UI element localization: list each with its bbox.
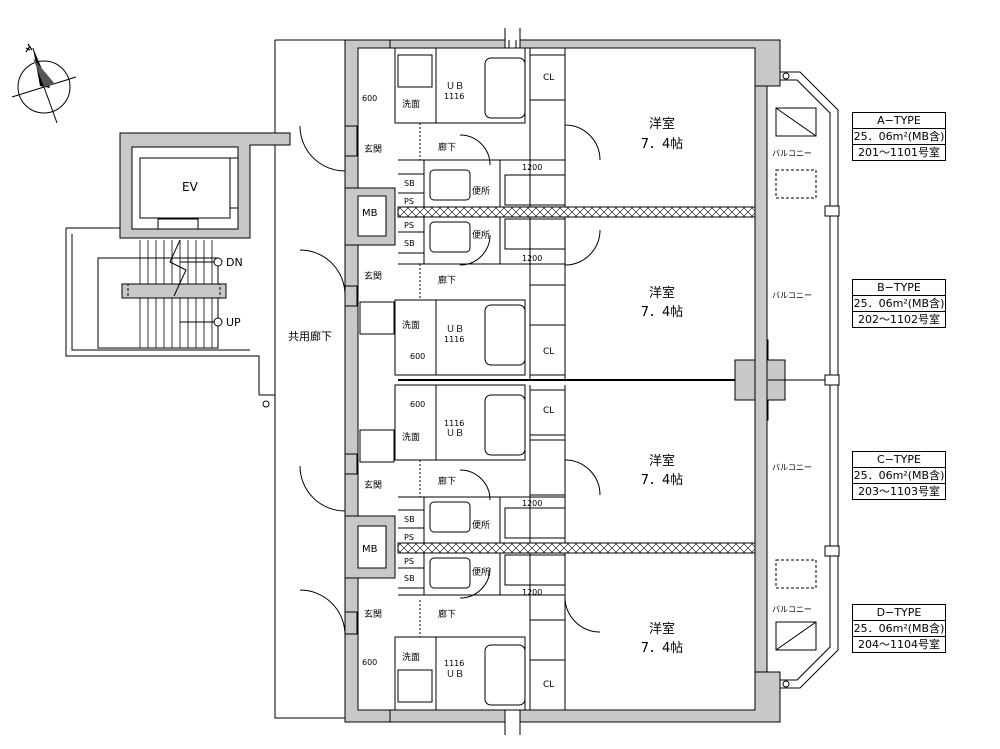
compass-icon: [11, 43, 77, 124]
room-label: 洋室: [649, 453, 675, 469]
unit-type-box: B−TYPE 25．06m²(MB含) 202～1102号室: [852, 279, 946, 328]
sb-label: SB: [404, 239, 415, 248]
rouka-label: 廊下: [438, 141, 456, 153]
ub-num-label: 1116: [444, 335, 464, 344]
room-size: 7．4帖: [641, 137, 684, 152]
ub-label: ＵＢ: [446, 429, 464, 439]
closet-label: CL: [543, 680, 554, 690]
rouka-label: 廊下: [438, 274, 456, 286]
senmen-label: 洗面: [402, 651, 420, 663]
unit-type: A−TYPE: [853, 113, 945, 129]
balcony: [768, 71, 840, 689]
ub-label: ＵＢ: [446, 325, 464, 335]
unit-rooms: 202～1102号室: [858, 313, 940, 326]
elevator-core: [119, 132, 291, 239]
corridor-label: 共用廊下: [288, 329, 332, 343]
mb-label: MB: [362, 544, 378, 555]
toilet-label: 便所: [472, 519, 490, 531]
up-label: UP: [226, 316, 241, 329]
room-size: 7．4帖: [641, 305, 684, 320]
genkan-label: 玄関: [364, 143, 382, 155]
toilet-label: 便所: [472, 185, 490, 197]
genkan-label: 玄関: [364, 479, 382, 491]
staircase: [97, 239, 227, 349]
room-size: 7．4帖: [641, 641, 684, 656]
ub-num-label: 1116: [444, 659, 464, 668]
sb-label: SB: [404, 515, 415, 524]
unit-area: 25．06m²(MB含): [853, 297, 945, 312]
dn-label: DN: [226, 256, 243, 269]
wm-label: 600: [362, 94, 377, 103]
unit-rooms: 201～1101号室: [858, 146, 940, 159]
ps-label: PS: [404, 557, 414, 566]
unit-rooms: 203～1103号室: [858, 485, 940, 498]
room-label: 洋室: [649, 621, 675, 637]
ps-label: PS: [404, 533, 414, 542]
counter-label: 1200: [522, 588, 542, 597]
counter-label: 1200: [522, 499, 542, 508]
balcony-label: バルコニー: [772, 463, 812, 472]
toilet-label: 便所: [472, 229, 490, 241]
unit-type: B−TYPE: [853, 280, 945, 296]
unit-type-box: A−TYPE 25．06m²(MB含) 201～1101号室: [852, 112, 946, 161]
room-size: 7．4帖: [641, 473, 684, 488]
unit-area: 25．06m²(MB含): [853, 622, 945, 637]
unit-area: 25．06m²(MB含): [853, 130, 945, 145]
closet-label: CL: [543, 73, 554, 83]
ub-num-label: 1116: [444, 92, 464, 101]
sb-label: SB: [404, 179, 415, 188]
room-label: 洋室: [649, 116, 675, 132]
counter-label: 1200: [522, 254, 542, 263]
toilet-label: 便所: [472, 566, 490, 578]
ps-label: PS: [404, 197, 414, 206]
sb-label: SB: [404, 574, 415, 583]
ub-label: ＵＢ: [446, 670, 464, 680]
meter-box: [344, 187, 396, 579]
mb-label: MB: [362, 208, 378, 219]
unit-area: 25．06m²(MB含): [853, 469, 945, 484]
ub-num-label: 1116: [444, 419, 464, 428]
unit-type-box: D−TYPE 25．06m²(MB含) 204～1104号室: [852, 604, 946, 653]
wm-label: 600: [410, 352, 425, 361]
counter-label: 1200: [522, 163, 542, 172]
genkan-label: 玄関: [364, 608, 382, 620]
senmen-label: 洗面: [402, 431, 420, 443]
closet-label: CL: [543, 406, 554, 416]
closet-label: CL: [543, 347, 554, 357]
unit-type-box: C−TYPE 25．06m²(MB含) 203～1103号室: [852, 451, 946, 500]
senmen-label: 洗面: [402, 319, 420, 331]
ub-label: ＵＢ: [446, 82, 464, 92]
rouka-label: 廊下: [438, 475, 456, 487]
balcony-label: バルコニー: [772, 291, 812, 300]
wm-label: 600: [362, 658, 377, 667]
unit-type: D−TYPE: [853, 605, 945, 621]
ps-label: PS: [404, 221, 414, 230]
balcony-label: バルコニー: [772, 149, 812, 158]
unit-rooms: 204～1104号室: [858, 638, 940, 651]
senmen-label: 洗面: [402, 98, 420, 110]
balcony-label: バルコニー: [772, 605, 812, 614]
rouka-label: 廊下: [438, 608, 456, 620]
room-label: 洋室: [649, 285, 675, 301]
unit-type: C−TYPE: [853, 452, 945, 468]
wm-label: 600: [410, 400, 425, 409]
ev-label: EV: [182, 180, 199, 194]
genkan-label: 玄関: [364, 270, 382, 282]
